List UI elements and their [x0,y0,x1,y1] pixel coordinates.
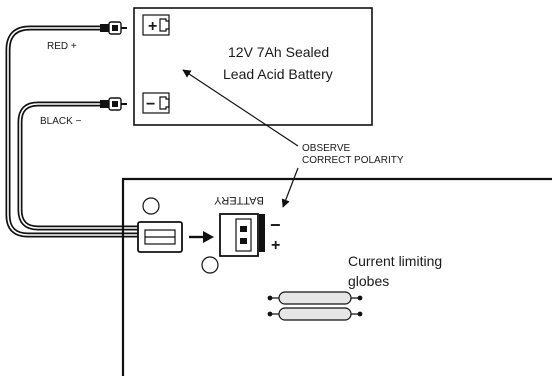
battery-positive-symbol: + [148,18,157,35]
battery-negative-terminal: − [142,92,170,114]
black-spade-connector [100,97,127,111]
globe-icon [267,291,363,305]
battery-leads: RED + BLACK − [5,21,141,238]
circuit-board: BATTERY − + Current limiting globes [121,177,552,376]
mounting-hole-icon [142,197,160,215]
black-wire-label: BLACK − [40,116,82,127]
battery-description-line1: 12V 7Ah Sealed [228,44,329,60]
red-wire-label: RED + [47,41,77,52]
red-wire [5,25,141,238]
socket-label: BATTERY [213,194,263,206]
globes-label-line1: Current limiting [348,253,442,269]
wire-plug [137,221,183,253]
globe-icon [267,307,363,321]
battery-socket [219,213,265,257]
insert-arrow-icon [189,231,214,243]
polarity-note-line1: OBSERVE [302,143,350,154]
globes-label-line2: globes [348,273,389,289]
arrow-to-battery-icon [182,69,299,147]
battery-positive-terminal: + [142,14,170,36]
red-spade-connector [100,21,127,35]
socket-negative-symbol: − [270,215,281,235]
battery-negative-symbol: − [146,96,155,113]
polarity-note: OBSERVE CORRECT POLARITY [182,69,404,208]
arrow-to-connector-icon [281,167,299,208]
socket-positive-symbol: + [271,237,280,254]
battery-body [133,7,373,126]
polarity-note-line2: CORRECT POLARITY [302,155,404,166]
board-outline [121,177,552,376]
battery-description-line2: Lead Acid Battery [223,66,333,82]
battery: + − 12V 7Ah Sealed Lead Acid Battery [133,7,373,126]
mounting-hole-icon [201,256,219,274]
